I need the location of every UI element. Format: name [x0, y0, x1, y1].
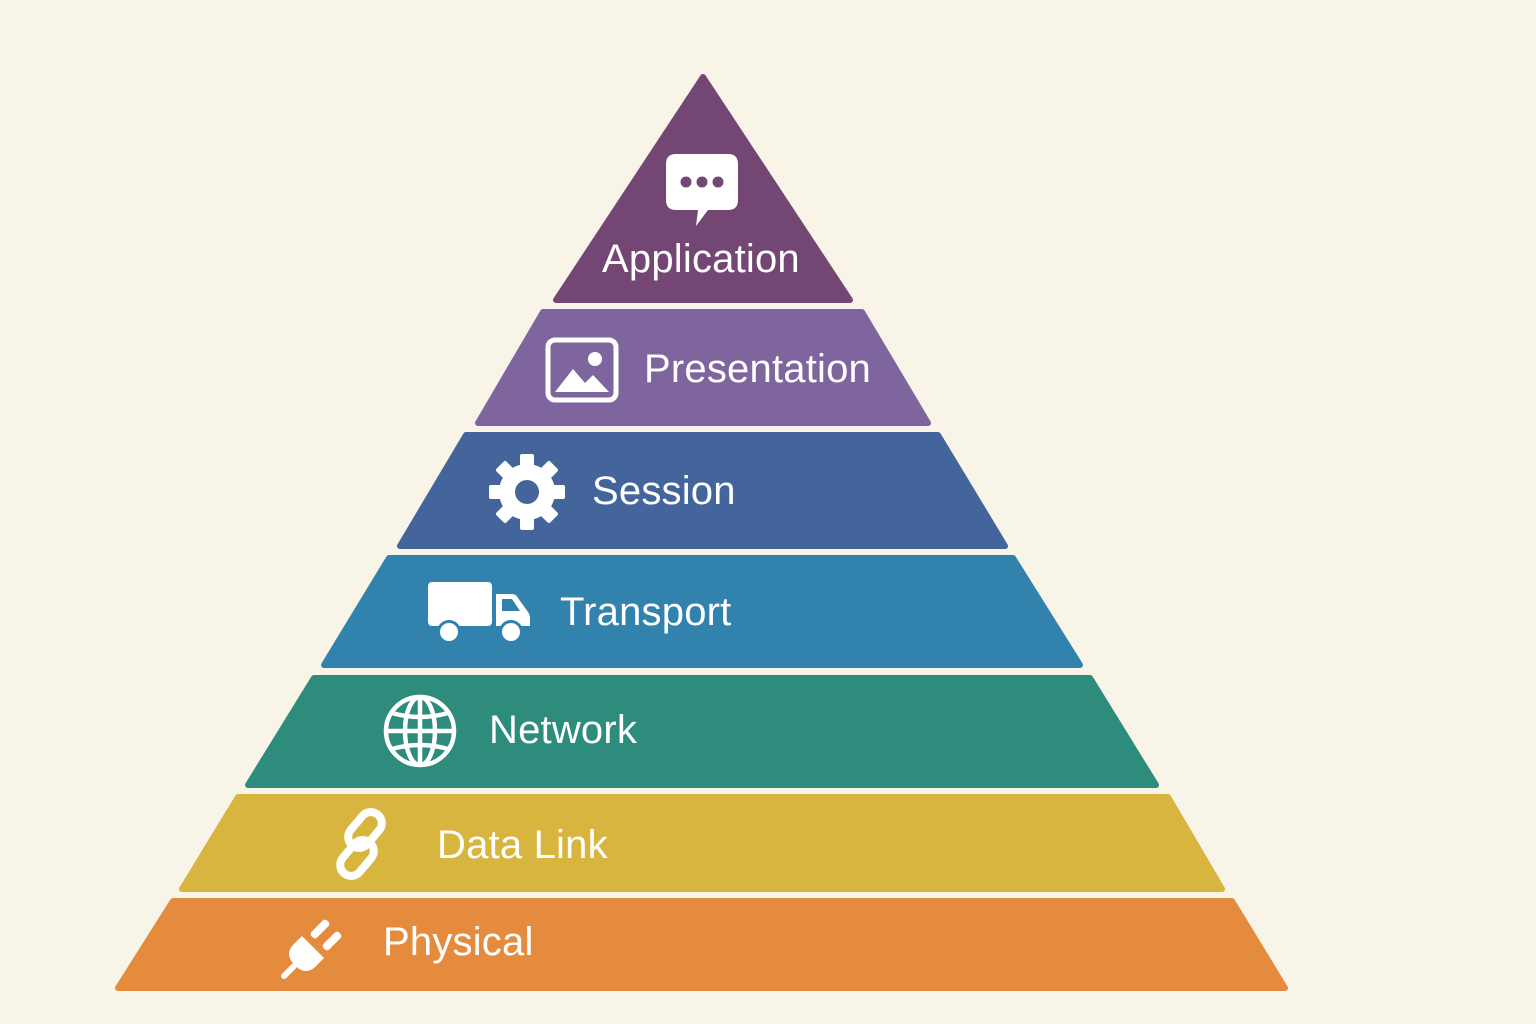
chat-bubble-icon [666, 154, 738, 226]
truck-icon [428, 582, 530, 644]
layer-presentation-label: Presentation [644, 347, 871, 391]
plug-icon [281, 919, 342, 979]
gear-icon [489, 454, 565, 530]
chain-link-icon [336, 808, 386, 880]
layer-application-label: Application [602, 237, 800, 281]
layer-network-label: Network [489, 708, 638, 752]
layer-session-label: Session [592, 469, 736, 513]
layer-network-shape [245, 675, 1159, 788]
layer-physical-shape [115, 898, 1288, 991]
layer-physical-label: Physical [383, 920, 534, 964]
image-icon [545, 337, 619, 403]
globe-icon [383, 694, 457, 768]
layer-transport-label: Transport [560, 590, 732, 634]
layer-data-link-label: Data Link [437, 823, 608, 867]
layer-data-link-shape [179, 794, 1225, 892]
